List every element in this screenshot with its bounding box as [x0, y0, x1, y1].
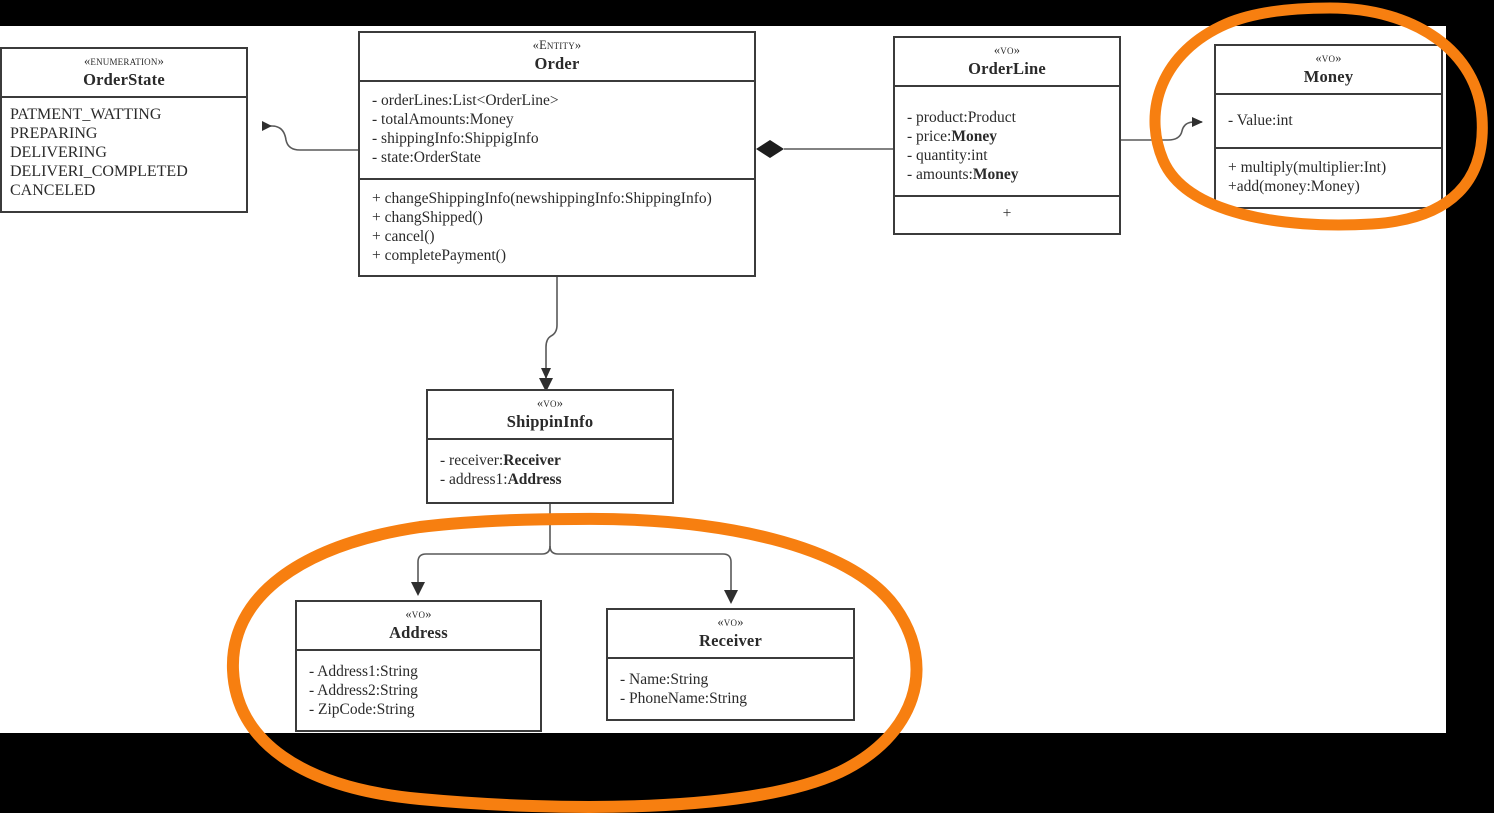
attribute-row: - amounts:Money [907, 166, 1109, 185]
attribute-row: - quantity:int [907, 147, 1109, 166]
stereotype-label: «enumeration» [83, 54, 165, 68]
class-title: OrderState [83, 69, 165, 89]
attribute-row: - receiver:Receiver [440, 452, 662, 471]
attribute-row: - state:OrderState [372, 148, 481, 166]
class-header-orderstate: «enumeration» OrderState [2, 49, 246, 96]
class-header-address: «vo» Address [297, 602, 540, 649]
stereotype-label: «vo» [717, 615, 744, 629]
attribute-row: - price:Money [907, 128, 1109, 147]
class-title: OrderLine [968, 58, 1046, 78]
class-title: Address [389, 622, 448, 642]
class-box-orderline[interactable]: «vo» OrderLine - product:Product - price… [893, 36, 1121, 235]
class-header-shippininfo: «vo» ShippinInfo [428, 391, 672, 438]
attribute-row: - orderLines:List<OrderLine> [372, 92, 559, 110]
compartment-operations: + changeShippingInfo(newshippingInfo:Shi… [360, 177, 754, 276]
compartment-attributes: - orderLines:List<OrderLine> - totalAmou… [360, 80, 754, 178]
attribute-type: Address [507, 471, 562, 489]
attribute-row: - shippingInfo:ShippigInfo [372, 130, 539, 148]
class-title: Order [534, 53, 580, 73]
attribute-text: - address1: [440, 471, 508, 489]
attribute-row: - Address1:String [309, 663, 418, 681]
class-title: Receiver [699, 630, 762, 650]
attribute-row: - Address2:String [309, 682, 418, 700]
operation-row: + cancel() [372, 227, 435, 245]
class-title: ShippinInfo [506, 411, 594, 431]
compartment-operations: + [895, 194, 1119, 233]
compartment-attributes: - Value:int [1216, 93, 1441, 147]
attribute-row: - ZipCode:String [309, 701, 415, 719]
attribute-row: - Name:String [620, 671, 709, 689]
stereotype-label: «vo» [536, 396, 564, 410]
attribute-text: - price: [907, 128, 952, 146]
compartment-attributes: - product:Product - price:Money - quanti… [895, 85, 1119, 195]
operation-row: + changShipped() [372, 208, 483, 226]
compartment-attributes: - receiver:Receiver - address1:Address [428, 438, 672, 502]
operation-row: + [1002, 204, 1012, 222]
enum-literal: PREPARING [10, 125, 98, 143]
enum-literal: DELIVERI_COMPLETED [10, 162, 188, 180]
attribute-text: - receiver: [440, 452, 504, 470]
attribute-row: - totalAmounts:Money [372, 111, 514, 129]
operation-row: + multiply(multiplier:Int) [1228, 159, 1387, 177]
stereotype-label: «Entity» [532, 38, 582, 52]
compartment-attributes: - Address1:String - Address2:String - Zi… [297, 649, 540, 730]
class-box-shippininfo[interactable]: «vo» ShippinInfo - receiver:Receiver - a… [426, 389, 674, 505]
enum-literal: DELIVERING [10, 143, 107, 161]
attribute-row: - address1:Address [440, 471, 662, 490]
stereotype-label: «vo» [405, 607, 432, 621]
attribute-text: - product:Product [907, 109, 1016, 127]
attribute-row: - Value:int [1228, 112, 1293, 130]
attribute-text: - quantity:int [907, 147, 988, 165]
compartment-literals: PATMENT_WATTING PREPARING DELIVERING DEL… [2, 96, 246, 210]
attribute-row: - product:Product [907, 109, 1109, 128]
attribute-type: Money [972, 165, 1019, 183]
class-header-money: «vo» Money [1216, 46, 1441, 93]
class-box-money[interactable]: «vo» Money - Value:int + multiply(multip… [1214, 44, 1443, 210]
attribute-type: Receiver [503, 452, 561, 470]
attribute-text: - amounts: [907, 165, 973, 183]
attribute-type: Money [951, 128, 997, 146]
operation-row: + changeShippingInfo(newshippingInfo:Shi… [372, 189, 712, 207]
enum-literal: CANCELED [10, 181, 96, 199]
class-header-orderline: «vo» OrderLine [895, 38, 1119, 85]
stereotype-label: «vo» [993, 43, 1021, 57]
operation-row: +add(money:Money) [1228, 178, 1360, 196]
compartment-operations: + multiply(multiplier:Int) +add(money:Mo… [1216, 147, 1441, 207]
operation-row: + completePayment() [372, 246, 506, 264]
class-box-order[interactable]: «Entity» Order - orderLines:List<OrderLi… [358, 31, 756, 278]
attribute-row: - PhoneName:String [620, 690, 747, 708]
enum-literal: PATMENT_WATTING [10, 106, 162, 124]
class-header-order: «Entity» Order [360, 33, 754, 80]
class-box-receiver[interactable]: «vo» Receiver - Name:String - PhoneName:… [606, 608, 855, 722]
class-title: Money [1303, 66, 1354, 86]
class-box-address[interactable]: «vo» Address - Address1:String - Address… [295, 600, 542, 732]
compartment-attributes: - Name:String - PhoneName:String [608, 657, 853, 719]
stereotype-label: «vo» [1315, 51, 1342, 65]
class-box-orderstate[interactable]: «enumeration» OrderState PATMENT_WATTING… [0, 47, 248, 213]
class-header-receiver: «vo» Receiver [608, 610, 853, 657]
